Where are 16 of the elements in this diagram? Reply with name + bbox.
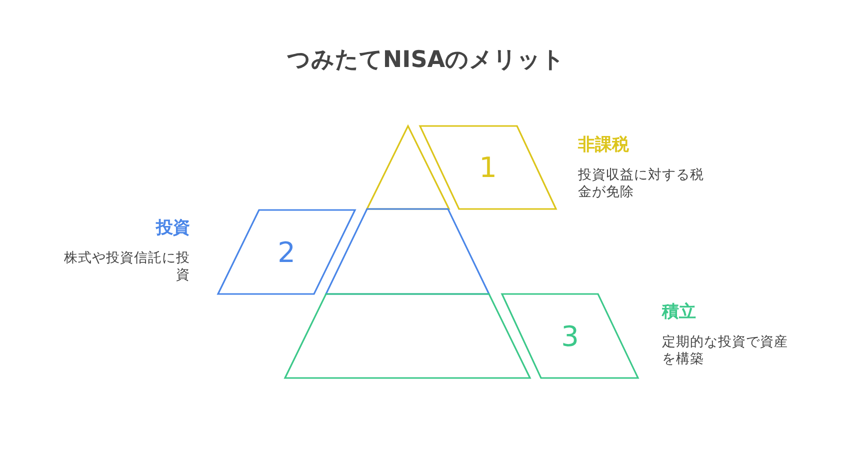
benefit-heading: 非課税: [578, 134, 629, 156]
pyramid-tier: [326, 209, 489, 294]
benefit-heading: 投資: [156, 217, 190, 239]
diagram-title: つみたてNISAのメリット: [286, 46, 566, 75]
step-number: 3: [561, 320, 579, 352]
pyramid-top-triangle: [367, 126, 449, 209]
numbered-parallelogram: [420, 126, 556, 209]
step-number: 1: [479, 151, 497, 184]
step-number: 2: [278, 236, 296, 268]
numbered-parallelogram: [502, 294, 638, 378]
benefit-heading: 積立: [662, 301, 696, 323]
benefit-description: 投資収益に対する税金が免除: [578, 167, 705, 201]
pyramid-tier: [285, 294, 530, 378]
benefit-description: 株式や投資信託に投資: [63, 250, 190, 284]
numbered-parallelogram: [218, 210, 355, 294]
benefit-description: 定期的な投資で資産を構築: [662, 334, 789, 368]
